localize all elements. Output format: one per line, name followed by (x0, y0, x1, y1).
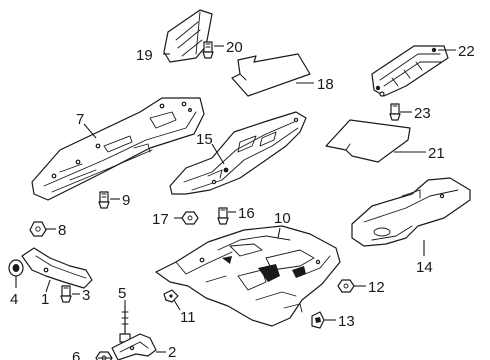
callout-15: 15 (196, 131, 213, 148)
callout-10: 10 (274, 210, 291, 227)
callout-9: 9 (122, 192, 130, 209)
part-10-rear-floor-shield[interactable] (155, 225, 341, 327)
part-2-bracket[interactable] (111, 333, 157, 360)
callout-7: 7 (76, 111, 84, 128)
part-12-nut[interactable] (337, 279, 355, 293)
part-1-bracket[interactable] (21, 247, 93, 289)
callout-22: 22 (458, 43, 475, 60)
part-21-insulator-pad[interactable] (325, 119, 411, 163)
part-17-nut[interactable] (181, 211, 199, 225)
part-4-grommet[interactable] (8, 259, 24, 277)
part-14-underbody-shield[interactable] (351, 177, 471, 247)
part-13-clip[interactable] (311, 311, 325, 329)
callout-20: 20 (226, 39, 243, 56)
part-7-floor-panel[interactable] (31, 97, 205, 201)
part-22-bracket[interactable] (371, 45, 449, 97)
callout-16: 16 (238, 205, 255, 222)
part-6-nut[interactable] (95, 351, 113, 360)
part-5-bolt[interactable] (119, 306, 131, 343)
callout-8: 8 (58, 222, 66, 239)
callout-12: 12 (368, 279, 385, 296)
part-18-insulator-pad[interactable] (231, 53, 311, 97)
part-20-bolt[interactable] (202, 41, 214, 59)
callout-5: 5 (118, 285, 126, 302)
callout-2: 2 (168, 344, 176, 360)
part-16-bolt[interactable] (217, 207, 229, 225)
part-3-bolt[interactable] (60, 285, 72, 303)
part-9-bolt[interactable] (98, 191, 110, 209)
callout-23: 23 (414, 105, 431, 122)
part-8-nut[interactable] (29, 221, 47, 237)
callout-4: 4 (10, 291, 18, 308)
callout-1: 1 (41, 291, 49, 308)
callout-21: 21 (428, 145, 445, 162)
leader-lines (15, 45, 456, 359)
callout-6: 6 (72, 349, 80, 360)
callout-19: 19 (136, 47, 153, 64)
part-15-center-panel[interactable] (169, 111, 307, 195)
callout-14: 14 (416, 259, 433, 276)
callout-17: 17 (152, 211, 169, 228)
callout-11: 11 (180, 309, 196, 326)
part-11-clip[interactable] (163, 289, 179, 303)
callout-labels: 1 2 3 4 5 6 7 8 9 10 11 12 13 14 15 16 1… (10, 39, 475, 360)
callout-3: 3 (82, 287, 90, 304)
callout-13: 13 (338, 313, 355, 330)
callout-18: 18 (317, 76, 334, 93)
part-23-bolt[interactable] (389, 103, 401, 121)
